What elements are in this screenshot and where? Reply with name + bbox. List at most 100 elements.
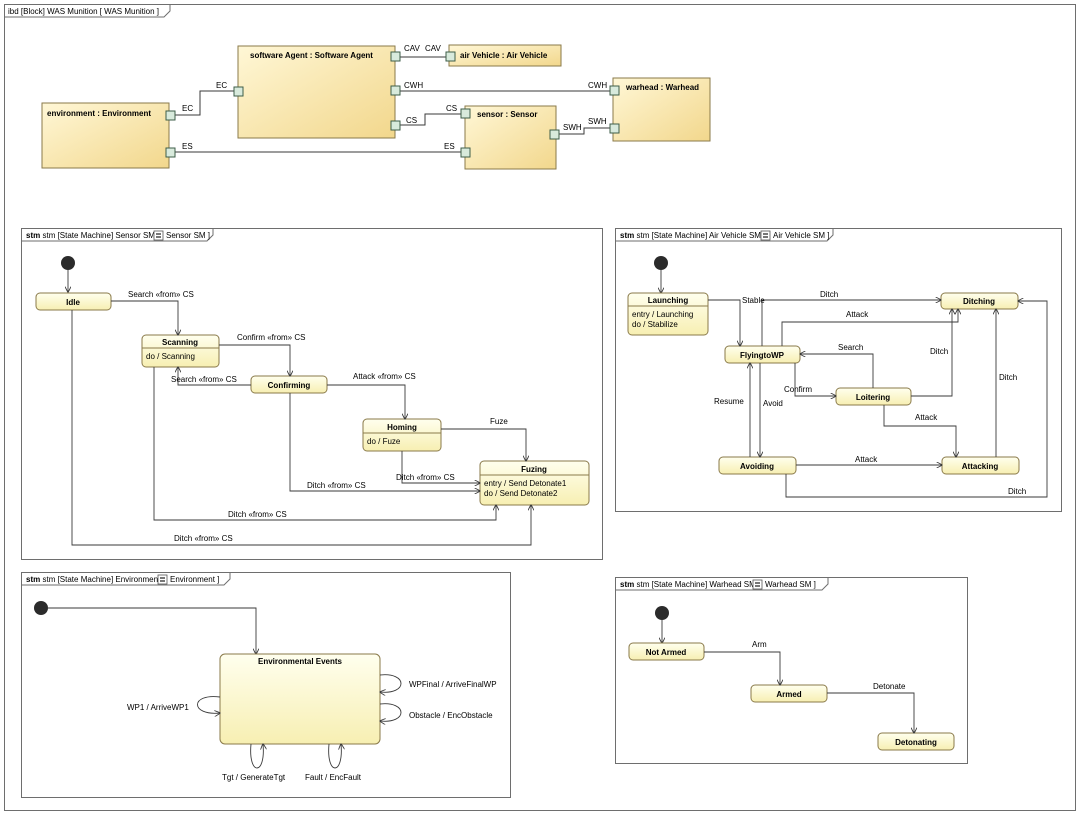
environment-sm-title: stm [State Machine] Environment [ bbox=[42, 575, 165, 584]
initial-pseudostate bbox=[61, 256, 75, 270]
port-ec-environment bbox=[165, 110, 176, 121]
port-label-cwh2: CWH bbox=[588, 81, 607, 90]
state-launching[interactable]: Launching entry / Launching do / Stabili… bbox=[627, 292, 709, 336]
software-agent-label: software Agent : Software Agent bbox=[250, 51, 373, 60]
air-vehicle-sm-frame: stm stm [State Machine] Air Vehicle SM [… bbox=[615, 228, 1062, 512]
warhead-sm-frame: stm stm [State Machine] Warhead SM [ War… bbox=[615, 577, 968, 764]
sensor-sm-frame: stm stm [State Machine] Sensor SM [ Sens… bbox=[21, 228, 603, 560]
port-label-es2: ES bbox=[444, 142, 455, 151]
initial-pseudostate bbox=[654, 256, 668, 270]
svg-text:stm stm [State Machine] Air Ve: stm stm [State Machine] Air Vehicle SM [ bbox=[620, 231, 766, 240]
state-armed-label: Armed bbox=[776, 690, 801, 699]
tr-ditch-top-label: Ditch bbox=[820, 290, 838, 299]
tr-search-label: Search bbox=[838, 343, 863, 352]
tr-detonate-label: Detonate bbox=[873, 682, 906, 691]
tr-fault-label: Fault / EncFault bbox=[305, 773, 362, 782]
state-not-armed[interactable]: Not Armed bbox=[628, 642, 705, 661]
port-ec-software bbox=[233, 86, 244, 97]
tr-attack-loiter-label: Attack bbox=[915, 413, 938, 422]
tr-arm-label: Arm bbox=[752, 640, 767, 649]
state-flyingtowp[interactable]: FlyingtoWP bbox=[724, 345, 801, 364]
port-label-cwh1: CWH bbox=[404, 81, 423, 90]
sensor-block[interactable]: sensor : Sensor bbox=[464, 105, 557, 170]
port-es-sensor bbox=[460, 147, 471, 158]
sm-icon bbox=[752, 579, 763, 590]
initial-pseudostate bbox=[34, 601, 48, 615]
port-label-cav1: CAV bbox=[404, 44, 421, 53]
state-detonating[interactable]: Detonating bbox=[877, 732, 955, 751]
state-ditching-label: Ditching bbox=[963, 297, 995, 306]
state-fuzing[interactable]: Fuzing entry / Send Detonate1 do / Send … bbox=[479, 460, 590, 506]
state-launching-do: do / Stabilize bbox=[632, 320, 678, 329]
warhead-sm-title-end: Warhead SM ] bbox=[765, 580, 816, 589]
tr-attack-top-label: Attack bbox=[846, 310, 869, 319]
air-vehicle-sm-title: stm [State Machine] Air Vehicle SM [ bbox=[636, 231, 766, 240]
port-label-ec2: EC bbox=[182, 104, 193, 113]
port-cwh-software bbox=[390, 85, 401, 96]
tr-confirm-label: Confirm bbox=[784, 385, 812, 394]
state-flyingtowp-label: FlyingtoWP bbox=[740, 351, 785, 360]
state-scanning-do: do / Scanning bbox=[146, 352, 195, 361]
port-label-cav2: CAV bbox=[425, 44, 442, 53]
tr-fuze-label: Fuze bbox=[490, 417, 508, 426]
state-attacking[interactable]: Attacking bbox=[941, 456, 1020, 475]
tr-search2-label: Search «from» CS bbox=[171, 375, 237, 384]
sensor-label: sensor : Sensor bbox=[477, 110, 537, 119]
ibd-frame-title: ibd [Block] WAS Munition [ WAS Munition … bbox=[8, 7, 159, 16]
svg-text:stm stm [State Machine] Sensor: stm stm [State Machine] Sensor SM [ bbox=[26, 231, 160, 240]
environment-sm-frame: stm stm [State Machine] Environment [ En… bbox=[21, 572, 511, 798]
state-confirming[interactable]: Confirming bbox=[250, 375, 328, 394]
port-es-environment bbox=[165, 147, 176, 158]
state-environmental-events[interactable]: Environmental Events bbox=[219, 653, 381, 745]
state-fuzing-do: do / Send Detonate2 bbox=[484, 489, 558, 498]
port-cs-sensor bbox=[460, 108, 471, 119]
ibd-frame: ibd [Block] WAS Munition [ WAS Munition … bbox=[4, 4, 1076, 811]
tr-confirm-label: Confirm «from» CS bbox=[237, 333, 305, 342]
sm-icon bbox=[760, 230, 771, 241]
tr-resume-label: Resume bbox=[714, 397, 744, 406]
tr-tgt-label: Tgt / GenerateTgt bbox=[222, 773, 286, 782]
tr-ditch1-label: Ditch «from» CS bbox=[396, 473, 455, 482]
port-label-swh1: SWH bbox=[563, 123, 582, 132]
state-avoiding[interactable]: Avoiding bbox=[718, 456, 797, 475]
tr-wp1-label: WP1 / ArriveWP1 bbox=[127, 703, 189, 712]
state-scanning[interactable]: Scanning do / Scanning bbox=[141, 334, 220, 368]
svg-text:stm stm [State Machine] Enviro: stm stm [State Machine] Environment [ bbox=[26, 575, 166, 584]
air-vehicle-sm-title-end: Air Vehicle SM ] bbox=[773, 231, 829, 240]
state-ditching[interactable]: Ditching bbox=[940, 292, 1019, 310]
svg-text:stm stm [State Machine] Warhea: stm stm [State Machine] Warhead SM [ bbox=[620, 580, 761, 589]
warhead-transitions: Arm Detonate bbox=[704, 640, 914, 733]
state-armed[interactable]: Armed bbox=[750, 684, 828, 703]
air-vehicle-transitions: Stable Ditch Attack Search Ditch Ditch C… bbox=[708, 290, 1048, 498]
state-avoiding-label: Avoiding bbox=[740, 462, 774, 471]
state-loitering-label: Loitering bbox=[856, 393, 890, 402]
tr-wpfinal-label: WPFinal / ArriveFinalWP bbox=[409, 680, 497, 689]
state-launching-entry: entry / Launching bbox=[632, 310, 693, 319]
state-fuzing-label: Fuzing bbox=[521, 465, 547, 474]
software-agent-block[interactable]: software Agent : Software Agent bbox=[237, 45, 396, 139]
environment-block[interactable]: environment : Environment bbox=[41, 102, 170, 169]
warhead-sm-title: stm [State Machine] Warhead SM [ bbox=[636, 580, 761, 589]
state-homing-do: do / Fuze bbox=[367, 437, 401, 446]
port-cwh-warhead bbox=[609, 85, 620, 96]
port-label-cs2: CS bbox=[446, 104, 457, 113]
environment-sm-title-end: Environment ] bbox=[170, 575, 219, 584]
state-idle[interactable]: Idle bbox=[35, 292, 112, 311]
air-vehicle-block[interactable]: air Vehicle : Air Vehicle bbox=[448, 44, 562, 67]
port-label-ec1: EC bbox=[216, 81, 227, 90]
port-cav-software bbox=[390, 51, 401, 62]
tr-attack-avoid-label: Attack bbox=[855, 455, 878, 464]
warhead-block[interactable]: warhead : Warhead bbox=[612, 77, 711, 142]
state-homing[interactable]: Homing do / Fuze bbox=[362, 418, 442, 452]
port-cav-air-vehicle bbox=[445, 51, 456, 62]
air-vehicle-label: air Vehicle : Air Vehicle bbox=[460, 51, 548, 60]
environment-transitions: WPFinal / ArriveFinalWP Obstacle / EncOb… bbox=[127, 674, 497, 782]
state-homing-label: Homing bbox=[387, 423, 417, 432]
tr-stable-label: Stable bbox=[742, 296, 765, 305]
state-loitering[interactable]: Loitering bbox=[835, 387, 912, 406]
port-cs-software bbox=[390, 120, 401, 131]
state-attacking-label: Attacking bbox=[962, 462, 999, 471]
tr-ditch-attack-label: Ditch bbox=[999, 373, 1017, 382]
tr-ditch-loiter-label: Ditch bbox=[930, 347, 948, 356]
